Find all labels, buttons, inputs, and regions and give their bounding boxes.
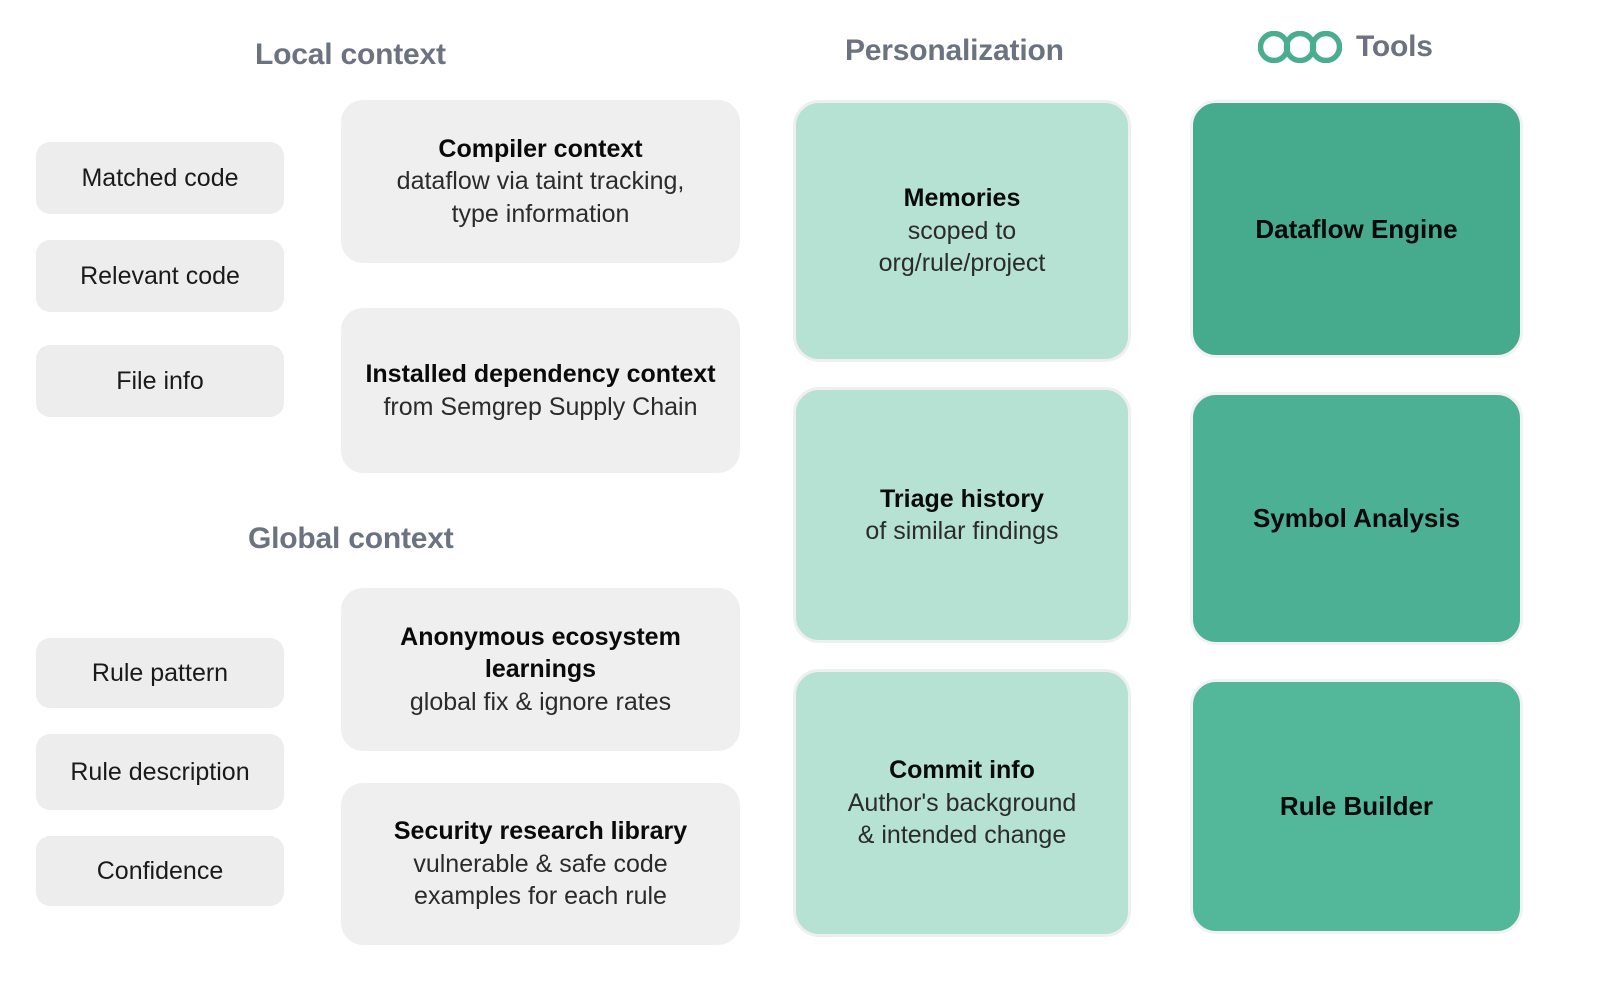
tool-card-label: Rule Builder	[1279, 791, 1434, 821]
column-heading-personalization: Personalization	[845, 34, 1064, 67]
card-title: Security research library	[393, 817, 688, 846]
card-title: Memories	[903, 184, 1021, 213]
pill-label: Relevant code	[80, 261, 240, 290]
card-security-research-library[interactable]: Security research library vulnerable & s…	[341, 783, 740, 945]
card-symbol-analysis[interactable]: Symbol Analysis	[1190, 392, 1523, 645]
card-memories[interactable]: Memories scoped to org/rule/project	[793, 100, 1131, 362]
column-heading-tools: Tools	[1356, 30, 1433, 63]
card-subtitle: scoped to org/rule/project	[878, 216, 1046, 278]
card-dataflow-engine[interactable]: Dataflow Engine	[1190, 100, 1523, 358]
card-compiler-context[interactable]: Compiler context dataflow via taint trac…	[341, 100, 740, 263]
card-installed-dependency-context[interactable]: Installed dependency context from Semgre…	[341, 308, 740, 473]
card-subtitle: of similar findings	[865, 517, 1059, 545]
card-rule-builder[interactable]: Rule Builder	[1190, 679, 1523, 934]
card-subtitle: global fix & ignore rates	[409, 687, 672, 716]
pill-label: Matched code	[81, 163, 239, 192]
column-heading-local-context: Local context	[255, 38, 446, 71]
card-subtitle: Author's background & intended change	[847, 788, 1077, 850]
semgrep-logo-icon	[1258, 31, 1342, 63]
pill-confidence[interactable]: Confidence	[36, 836, 284, 906]
pill-label: File info	[116, 366, 204, 395]
pill-label: Rule pattern	[91, 658, 229, 687]
card-title: Triage history	[880, 484, 1044, 513]
card-triage-history[interactable]: Triage history of similar findings	[793, 387, 1131, 643]
card-title: Commit info	[889, 756, 1035, 785]
card-title: Installed dependency context	[365, 360, 716, 388]
pill-rule-description[interactable]: Rule description	[36, 734, 284, 810]
pill-label: Rule description	[70, 757, 250, 786]
card-title: Compiler context	[438, 134, 643, 163]
card-anonymous-ecosystem-learnings[interactable]: Anonymous ecosystem learnings global fix…	[341, 588, 740, 751]
card-subtitle: from Semgrep Supply Chain	[383, 392, 698, 421]
column-heading-global-context: Global context	[248, 522, 454, 555]
card-commit-info[interactable]: Commit info Author's background & intend…	[793, 669, 1131, 937]
pill-label: Confidence	[96, 856, 224, 885]
card-subtitle: vulnerable & safe code examples for each…	[413, 849, 668, 911]
tool-card-label: Dataflow Engine	[1255, 213, 1458, 244]
card-subtitle: dataflow via taint tracking, type inform…	[396, 167, 685, 228]
card-title: Anonymous ecosystem learnings	[400, 622, 681, 684]
column-heading-tools-group: Tools	[1258, 30, 1433, 64]
pill-file-info[interactable]: File info	[36, 345, 284, 417]
pill-matched-code[interactable]: Matched code	[36, 142, 284, 214]
pill-rule-pattern[interactable]: Rule pattern	[36, 638, 284, 708]
tool-card-label: Symbol Analysis	[1252, 503, 1461, 533]
pill-relevant-code[interactable]: Relevant code	[36, 240, 284, 312]
